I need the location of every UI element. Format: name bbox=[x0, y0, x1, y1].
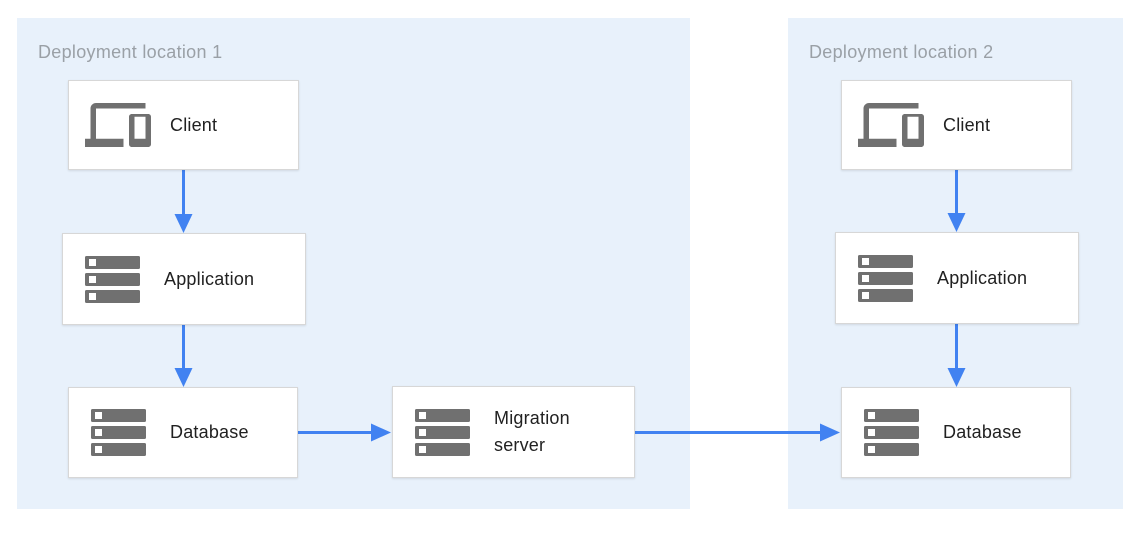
node-migration-server: Migration server bbox=[392, 386, 635, 478]
region-label-2: Deployment location 2 bbox=[809, 42, 994, 62]
node-application-1: Application bbox=[62, 233, 306, 325]
node-application-2: Application bbox=[835, 232, 1079, 324]
server-stack-icon bbox=[852, 254, 918, 302]
server-stack-icon bbox=[409, 408, 475, 456]
node-client-2: Client bbox=[841, 80, 1072, 170]
node-label: Application bbox=[164, 268, 255, 289]
server-stack-icon bbox=[858, 409, 924, 456]
node-label: Client bbox=[170, 114, 218, 135]
node-label: Database bbox=[170, 422, 249, 442]
node-label: Migration server bbox=[494, 408, 570, 455]
server-stack-icon bbox=[79, 255, 145, 303]
node-label: Application bbox=[937, 267, 1028, 288]
client-devices-icon bbox=[85, 92, 151, 158]
node-label: Database bbox=[943, 422, 1022, 442]
node-database-1: Database bbox=[68, 387, 298, 478]
client-devices-icon bbox=[858, 92, 924, 158]
server-stack-icon bbox=[85, 409, 151, 456]
node-client-1: Client bbox=[68, 80, 299, 170]
node-label: Client bbox=[943, 114, 991, 135]
region-label-1: Deployment location 1 bbox=[38, 42, 223, 62]
node-database-2: Database bbox=[841, 387, 1071, 478]
